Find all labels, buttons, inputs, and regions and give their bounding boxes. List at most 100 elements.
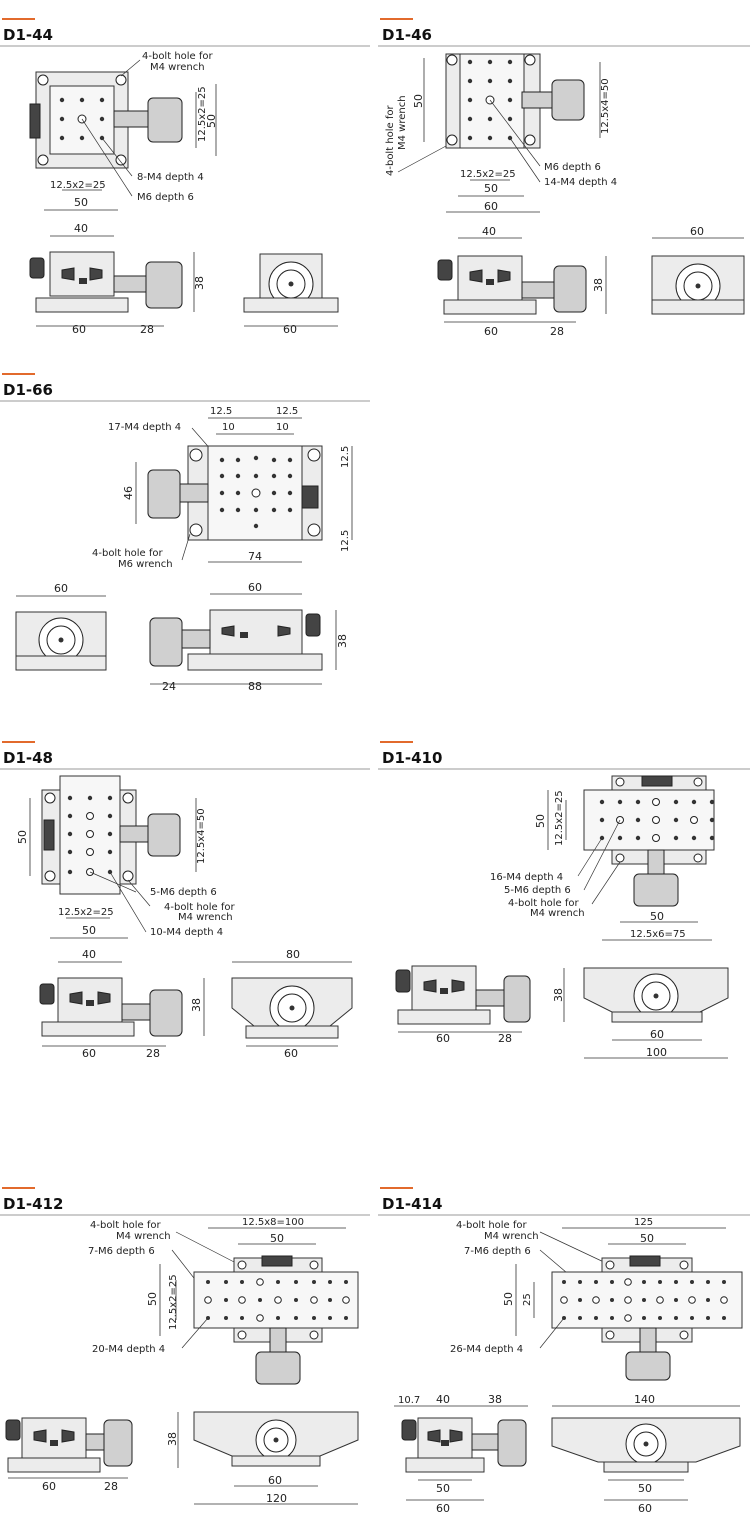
- svg-text:10-M4 depth 4: 10-M4 depth 4: [150, 927, 223, 938]
- svg-text:125: 125: [634, 1217, 653, 1228]
- svg-text:28: 28: [146, 1047, 160, 1060]
- svg-text:28: 28: [498, 1032, 512, 1045]
- svg-text:50: 50: [74, 196, 88, 209]
- svg-text:5-M6 depth 6: 5-M6 depth 6: [504, 885, 571, 896]
- front-view-d1-66: 60: [15, 582, 107, 671]
- section-d1-46: D1-46 50 4-bolt hole for M4 wrench 12.5x…: [378, 18, 750, 338]
- svg-text:26-M4 depth 4: 26-M4 depth 4: [450, 1344, 523, 1355]
- svg-text:60: 60: [82, 1047, 96, 1060]
- section-d1-44: D1-44 4-bolt hole for M4 wrench 12.5x2=2…: [0, 18, 370, 336]
- svg-text:28: 28: [104, 1480, 118, 1493]
- side-view-d1-44: 40 38 60 28: [29, 222, 206, 336]
- side-view-d1-66: 60 38 24 88: [149, 581, 349, 693]
- front-view-d1-410: 38 60 100: [552, 967, 729, 1059]
- svg-text:38: 38: [592, 278, 605, 292]
- svg-text:10: 10: [276, 422, 289, 433]
- svg-text:74: 74: [248, 550, 262, 563]
- svg-text:4-bolt hole for: 4-bolt hole for: [385, 104, 396, 176]
- svg-text:4-bolt hole for: 4-bolt hole for: [92, 548, 164, 559]
- svg-text:12.5x2=25: 12.5x2=25: [58, 907, 114, 918]
- svg-text:28: 28: [550, 325, 564, 338]
- side-view-d1-412: 60 28: [5, 1417, 133, 1493]
- svg-text:50: 50: [16, 830, 29, 844]
- section-d1-48: D1-48 50 12.5x4=50 5-M6 depth 6 4-bolt h…: [0, 741, 370, 1060]
- svg-text:40: 40: [436, 1393, 450, 1406]
- svg-text:M4 wrench: M4 wrench: [530, 908, 585, 919]
- svg-text:M4 wrench: M4 wrench: [116, 1231, 171, 1242]
- svg-text:4-bolt hole for: 4-bolt hole for: [508, 898, 580, 909]
- svg-text:50: 50: [650, 910, 664, 923]
- svg-text:7-M6 depth 6: 7-M6 depth 6: [88, 1246, 155, 1257]
- section-title-d1-48: D1-48: [3, 749, 53, 767]
- svg-text:50: 50: [638, 1482, 652, 1495]
- section-title-d1-412: D1-412: [3, 1195, 63, 1213]
- front-view-d1-412: 38 60 120: [166, 1411, 359, 1505]
- svg-text:12.5: 12.5: [276, 406, 298, 417]
- top-view-d1-44: 4-bolt hole for M4 wrench 12.5x2=25 50 8…: [29, 51, 218, 211]
- svg-text:38: 38: [336, 634, 349, 648]
- svg-text:12.5x4=50: 12.5x4=50: [600, 78, 611, 134]
- top-view-d1-46: 50 4-bolt hole for M4 wrench 12.5x4=50 M…: [385, 53, 617, 213]
- svg-text:60: 60: [436, 1502, 450, 1515]
- svg-text:12.5x6=75: 12.5x6=75: [630, 929, 686, 940]
- svg-text:60: 60: [484, 325, 498, 338]
- section-title-d1-66: D1-66: [3, 381, 53, 399]
- svg-text:16-M4 depth 4: 16-M4 depth 4: [490, 872, 563, 883]
- section-title-d1-410: D1-410: [382, 749, 442, 767]
- svg-text:M4 wrench: M4 wrench: [397, 95, 408, 150]
- svg-text:40: 40: [82, 948, 96, 961]
- svg-text:M6 wrench: M6 wrench: [118, 559, 173, 570]
- svg-text:38: 38: [193, 276, 206, 290]
- svg-text:46: 46: [122, 486, 135, 500]
- svg-text:4-bolt hole for: 4-bolt hole for: [142, 51, 214, 62]
- svg-text:50: 50: [640, 1232, 654, 1245]
- svg-text:M6 depth 6: M6 depth 6: [544, 162, 601, 173]
- svg-text:12.5: 12.5: [340, 446, 351, 468]
- svg-text:60: 60: [54, 582, 68, 595]
- svg-text:M4 wrench: M4 wrench: [150, 62, 205, 73]
- svg-text:12.5x4=50: 12.5x4=50: [196, 808, 207, 864]
- svg-text:60: 60: [248, 581, 262, 594]
- svg-text:7-M6 depth 6: 7-M6 depth 6: [464, 1246, 531, 1257]
- side-view-d1-48: 40 38 60 28: [39, 948, 205, 1060]
- section-d1-412: D1-412 4-bolt hole for M4 wrench 7-M6 de…: [0, 1187, 370, 1505]
- svg-text:50: 50: [205, 114, 218, 128]
- svg-text:40: 40: [482, 225, 496, 238]
- svg-text:20-M4 depth 4: 20-M4 depth 4: [92, 1344, 165, 1355]
- svg-text:14-M4 depth 4: 14-M4 depth 4: [544, 177, 617, 188]
- svg-text:17-M4 depth 4: 17-M4 depth 4: [108, 422, 181, 433]
- side-view-d1-46: 40 38 60 28: [437, 225, 607, 338]
- svg-text:25: 25: [522, 1293, 533, 1306]
- top-view-d1-414: 4-bolt hole for M4 wrench 7-M6 depth 6 1…: [450, 1217, 743, 1381]
- svg-text:M4 wrench: M4 wrench: [178, 912, 233, 923]
- svg-text:60: 60: [650, 1028, 664, 1041]
- svg-text:12.5: 12.5: [210, 406, 232, 417]
- svg-text:140: 140: [634, 1393, 655, 1406]
- svg-text:50: 50: [270, 1232, 284, 1245]
- svg-text:12.5x2=25: 12.5x2=25: [197, 86, 208, 142]
- front-view-d1-48: 80 60: [231, 948, 353, 1060]
- svg-text:38: 38: [552, 988, 565, 1002]
- svg-text:60: 60: [690, 225, 704, 238]
- svg-text:10: 10: [222, 422, 235, 433]
- front-view-d1-414: 140 50 60: [551, 1393, 741, 1515]
- svg-text:4-bolt hole for: 4-bolt hole for: [164, 902, 236, 913]
- svg-text:60: 60: [268, 1474, 282, 1487]
- svg-text:50: 50: [146, 1292, 159, 1306]
- svg-text:60: 60: [42, 1480, 56, 1493]
- section-title-d1-46: D1-46: [382, 26, 432, 44]
- svg-text:5-M6 depth 6: 5-M6 depth 6: [150, 887, 217, 898]
- svg-text:60: 60: [436, 1032, 450, 1045]
- svg-text:50: 50: [484, 182, 498, 195]
- top-view-d1-66: 12.5 12.5 10 10 17-M4 depth 4 12.5 12.5: [92, 406, 353, 570]
- top-view-d1-410: 50 12.5x2=25 16-M4 depth 4 5-M6 depth 6 …: [490, 775, 715, 941]
- section-d1-410: D1-410 50 12.5x2=25 16-M4 depth 4 5-M6 d…: [378, 741, 750, 1059]
- svg-text:60: 60: [638, 1502, 652, 1515]
- svg-text:100: 100: [646, 1046, 667, 1059]
- svg-text:12.5x2=25: 12.5x2=25: [168, 1274, 179, 1330]
- svg-text:38: 38: [190, 998, 203, 1012]
- svg-text:8-M4 depth 4: 8-M4 depth 4: [137, 172, 204, 183]
- svg-text:38: 38: [488, 1393, 502, 1406]
- svg-text:120: 120: [266, 1492, 287, 1505]
